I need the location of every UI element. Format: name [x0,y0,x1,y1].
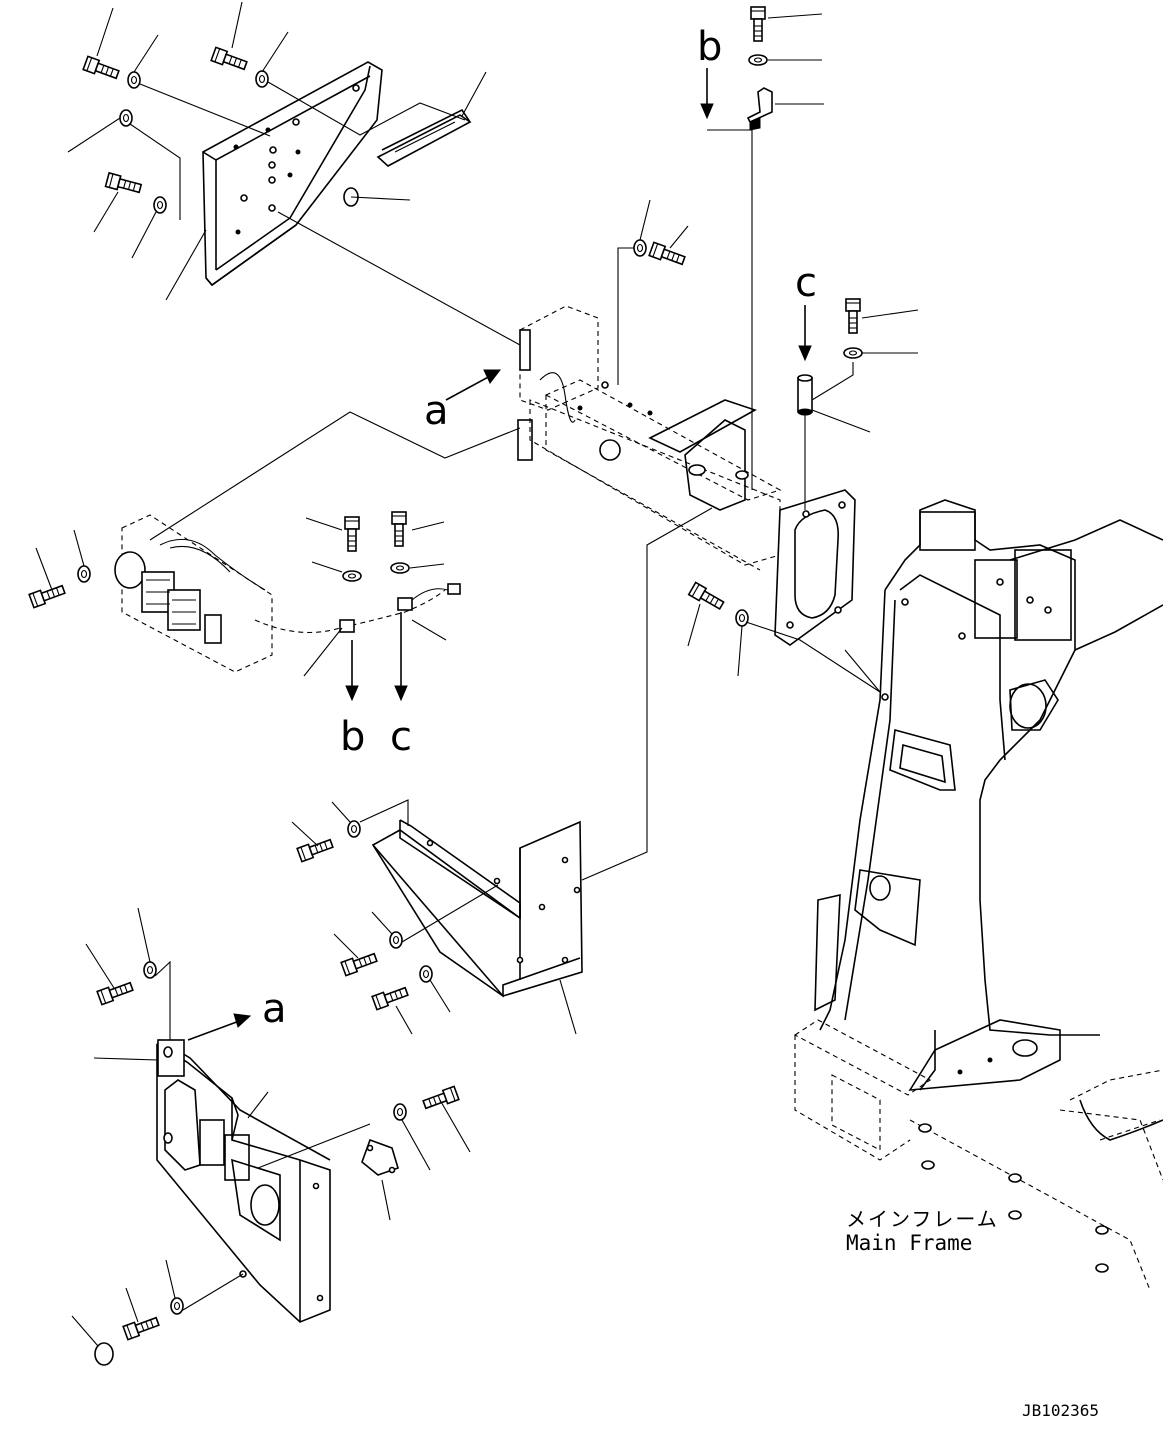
central-crossmember-assembly [517,199,881,693]
bolt-icon [96,979,135,1006]
washer-icon [127,71,141,89]
bolt-icon [648,241,687,268]
relay-box-assembly [28,411,521,702]
callout-label-c-top: c [795,260,817,306]
clip-b-assembly [700,6,824,490]
washer-icon [390,562,410,574]
vbolt [750,6,766,42]
washer-icon [748,54,768,66]
washer-icon [153,196,167,214]
rivet-icon [343,187,411,207]
callout-label-a-upper: a [424,388,449,434]
washer-icon [255,70,269,88]
main-frame-label-en: Main Frame [846,1231,972,1255]
bolt-icon [340,950,379,977]
washer-icon [143,961,157,979]
bolt-icon [296,836,335,863]
callout-label-b-bottom: b [340,714,365,760]
bolt-icon [687,581,726,613]
washer-icon [843,347,863,359]
top-left-bracket-assembly [67,1,521,346]
bolt-icon [104,172,143,197]
vbolt [845,298,861,334]
washer-icon [170,1297,184,1315]
washer-icon [419,965,433,983]
bolt-icon [122,1314,161,1341]
main-frame [793,499,1163,1291]
bolt-icon [28,582,67,609]
washer-icon [119,109,133,127]
bolt-icon [371,984,410,1011]
washer-icon [389,931,403,949]
bolt-icon [421,1085,460,1112]
callout-arrow-a-lower [187,1013,252,1041]
spacer-c-assembly [797,298,919,510]
drawing-number: JB102365 [1022,1401,1099,1420]
rivet-icon [94,1342,114,1366]
callout-label-b-top: b [697,24,722,70]
middle-bracket-assembly [291,507,713,1035]
washer-icon [393,1103,407,1121]
callout-label-c-bottom: c [390,714,412,760]
washer-icon [347,820,361,838]
vbolt [344,516,360,552]
bolt-icon [210,46,249,73]
callout-label-a-lower: a [262,986,287,1032]
bottom-left-cover-assembly [71,907,471,1366]
washer-icon [77,565,91,583]
callout-arrow-a-upper [445,369,502,401]
washer-icon [735,609,749,627]
main-frame-label-jp: メインフレーム [846,1207,999,1231]
washer-icon [342,570,362,582]
vbolt [391,511,407,547]
washer-icon [633,239,647,257]
bolt-icon [82,55,121,82]
